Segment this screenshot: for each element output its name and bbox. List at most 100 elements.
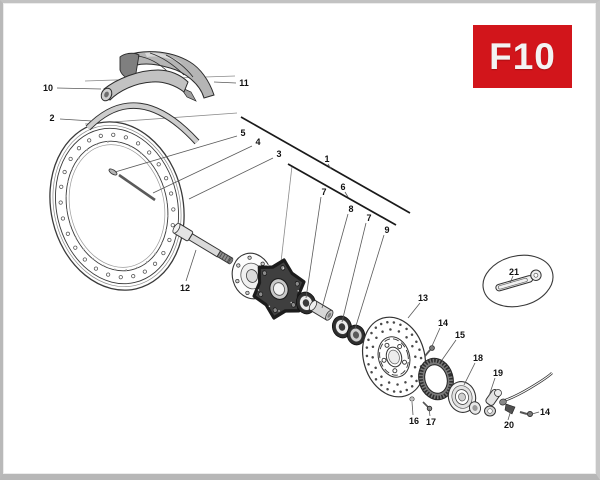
spoke-hole-far	[149, 161, 152, 164]
spoke-hole-far	[65, 194, 68, 197]
spoke-hole-far	[71, 168, 74, 171]
disc-hole	[399, 323, 402, 327]
disc-hole	[410, 385, 414, 388]
disc-hole	[419, 356, 423, 360]
flange-hole	[235, 279, 240, 284]
disc-hole	[404, 381, 407, 384]
spoke-hole-far	[77, 157, 80, 160]
bracket-line	[240, 116, 411, 214]
callout-leader-3	[188, 157, 274, 200]
clamp-screw	[519, 410, 534, 417]
hub-hole	[291, 302, 296, 308]
spoke-hole-far	[66, 209, 68, 212]
spoke-hole	[87, 138, 92, 143]
callout-8: 8	[348, 204, 353, 214]
page-code-badge: F10	[473, 25, 572, 88]
speed-sensor	[484, 389, 507, 417]
spoke-nipple	[108, 168, 118, 176]
spacer	[308, 300, 334, 321]
axle	[172, 222, 234, 265]
disc-hole	[367, 363, 370, 366]
brake-disc	[362, 316, 426, 398]
callout-leader-17	[428, 408, 431, 417]
callout-leader-20	[507, 409, 512, 421]
spoke-hole	[123, 135, 128, 140]
disc-hole	[415, 379, 418, 383]
spoke-hole	[171, 207, 176, 212]
page-code-label: F10	[489, 35, 556, 77]
spoke-hole-far	[118, 141, 121, 144]
callout-14: 14	[438, 318, 448, 328]
spoke-hole	[106, 272, 111, 277]
callout-leader-9	[354, 234, 385, 330]
spoke-hole-far	[86, 149, 88, 151]
disc-hole	[411, 344, 414, 348]
disc-hole	[396, 383, 399, 386]
callout-10: 10	[43, 83, 53, 93]
drive-bushing	[468, 401, 482, 415]
disc-hole	[374, 326, 378, 329]
spoke-hole	[59, 184, 64, 189]
spoke-holes	[58, 132, 176, 280]
flange-hole	[236, 263, 241, 268]
spoke-hole	[93, 266, 99, 271]
disc-hole	[410, 374, 413, 378]
callout-leader-21	[509, 275, 514, 284]
bracket-lines	[240, 116, 411, 226]
aux-line	[280, 165, 293, 263]
spoke-hole-far	[106, 140, 109, 143]
callout-21: 21	[509, 267, 519, 277]
callout-4: 4	[255, 137, 260, 147]
disc-hole	[387, 381, 391, 384]
disc-hole	[410, 333, 414, 336]
callout-leader-14	[531, 411, 540, 415]
disc-hole	[389, 328, 392, 331]
spoke-hole	[164, 176, 169, 181]
disc-hole	[405, 336, 408, 339]
disc-hole	[399, 390, 402, 394]
callout-leader-15	[441, 339, 457, 361]
disc-hole	[380, 383, 383, 387]
rim-band	[85, 102, 200, 145]
disc-bolt-hole	[381, 357, 387, 363]
callout-12: 12	[180, 283, 190, 293]
spoke-hole-far	[166, 200, 168, 203]
spoke-hole-far	[96, 143, 98, 146]
flange-hole	[247, 255, 252, 260]
spoke-hole-far	[154, 252, 157, 255]
hub	[252, 258, 306, 320]
wheel-rim	[49, 121, 185, 291]
spoke-hole-far	[146, 261, 148, 263]
callout-19: 19	[493, 368, 503, 378]
callout-14: 14	[540, 407, 550, 417]
disc-hole	[415, 340, 418, 343]
spoke-hole-far	[113, 268, 116, 271]
callout-18: 18	[473, 353, 483, 363]
disc-hole	[405, 388, 409, 392]
disc-hole	[374, 378, 378, 381]
callout-leader-14	[431, 327, 441, 347]
sensor-cable	[499, 372, 553, 404]
callout-leader-1	[327, 163, 332, 170]
callout-leader-16	[411, 401, 414, 416]
disc-hole	[370, 331, 373, 335]
spoke-hole	[111, 132, 116, 137]
callout-leader-12	[185, 249, 197, 282]
spoke-hole-far	[75, 236, 77, 239]
disc-drill-holes	[365, 320, 423, 394]
disc-hole	[418, 348, 421, 351]
callout-leader-19	[488, 377, 496, 397]
disc-hole	[414, 355, 417, 358]
callout-11: 11	[239, 78, 249, 88]
disc-hole	[365, 354, 369, 358]
spoke-hole	[167, 237, 172, 243]
disc-hole	[386, 387, 389, 391]
spoke-hole	[156, 162, 161, 167]
hub-bore	[273, 282, 285, 296]
spoke-hole	[68, 156, 73, 162]
spoke-hole-far	[140, 152, 142, 155]
disc-hole	[374, 366, 377, 370]
spoke-hole-far	[92, 257, 94, 260]
disc-hole	[413, 365, 417, 369]
